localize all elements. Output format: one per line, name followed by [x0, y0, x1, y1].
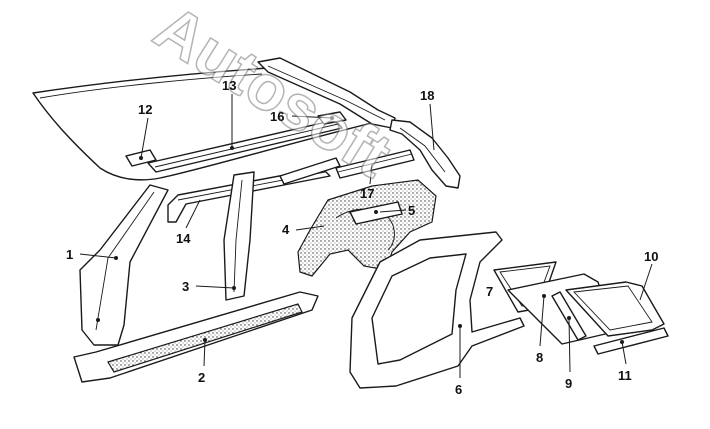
callout-12: 12	[138, 102, 152, 117]
callout-11: 11	[618, 368, 632, 383]
callout-8: 8	[536, 350, 543, 365]
part-1-a-pillar	[79, 184, 169, 346]
callout-6: 6	[455, 382, 462, 397]
callout-7: 7	[486, 284, 493, 299]
callout-5: 5	[408, 203, 415, 218]
callout-9: 9	[565, 376, 572, 391]
callout-13: 13	[222, 78, 236, 93]
roof-panel	[32, 67, 393, 181]
part-6-rear-quarter-frame	[349, 231, 525, 389]
callout-16: 16	[270, 109, 284, 124]
part-5-inner-bracket	[349, 201, 403, 225]
part-11-lower-trim	[593, 327, 669, 355]
callout-3: 3	[182, 279, 189, 294]
callout-18: 18	[420, 88, 434, 103]
part-3-b-pillar	[223, 171, 255, 301]
part-18-rear-roof-rail	[257, 57, 461, 189]
callout-14: 14	[176, 231, 191, 246]
callout-17: 17	[360, 186, 374, 201]
callout-1: 1	[66, 247, 73, 262]
callouts: 1 2 3 4 5 6 7 8 9 10 11 12 13 14 16 17 1…	[66, 78, 658, 397]
part-17-rear-header	[279, 149, 415, 185]
leader-lines	[79, 94, 653, 378]
callout-4: 4	[282, 222, 290, 237]
part-10-rear-window	[565, 281, 665, 337]
callout-2: 2	[198, 370, 205, 385]
callout-10: 10	[644, 249, 658, 264]
part-2-sill	[73, 291, 319, 383]
